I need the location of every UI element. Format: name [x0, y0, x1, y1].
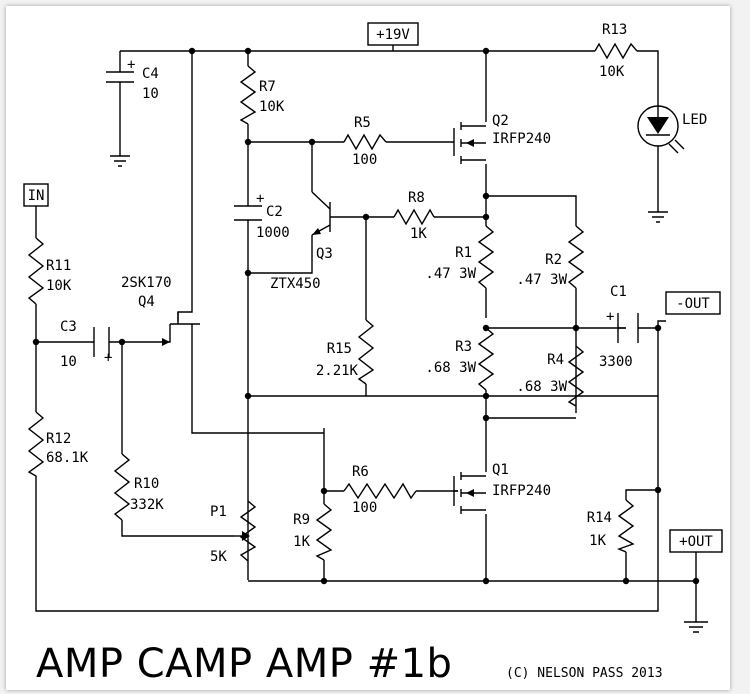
capacitor-c2: + — [234, 191, 264, 221]
r14-ref: R14 — [587, 510, 612, 526]
r10-ref: R10 — [134, 476, 159, 492]
r9-value: 1K — [293, 534, 310, 550]
input-port: IN — [23, 183, 49, 211]
r7-value: 10K — [259, 99, 285, 115]
c3-value: 10 — [60, 354, 77, 370]
c2-ref: C2 — [266, 204, 283, 220]
q3-ref: Q3 — [316, 246, 333, 262]
jfet-q4 — [162, 312, 200, 349]
junctions — [32, 47, 700, 585]
mosfet-q2 — [453, 122, 486, 164]
r13-ref: R13 — [602, 22, 627, 38]
r6-ref: R6 — [352, 464, 369, 480]
svg-text:+: + — [127, 57, 135, 73]
mosfet-q1 — [453, 472, 486, 514]
schematic-diagram: + + + + — [23, 22, 723, 687]
r2-value: .47 3W — [516, 272, 567, 288]
resistor-r13 — [594, 42, 638, 60]
r8-ref: R8 — [408, 190, 425, 206]
r10-value: 332K — [130, 497, 164, 513]
out-pos-port: +OUT — [669, 529, 723, 558]
p1-value: 5K — [210, 549, 227, 565]
component-labels: C4 10 R7 10K R5 100 Q2 IRFP240 R13 10K L… — [46, 22, 707, 565]
r5-value: 100 — [352, 152, 377, 168]
q2-value: IRFP240 — [492, 131, 551, 147]
c4-value: 10 — [142, 86, 159, 102]
r3-value: .68 3W — [425, 360, 476, 376]
supply-label: +19V — [376, 27, 410, 43]
c3-ref: C3 — [60, 319, 77, 335]
q4-value: 2SK170 — [121, 275, 172, 291]
resistor-r5 — [343, 133, 387, 151]
r6-value: 100 — [352, 500, 377, 516]
resistor-r10 — [113, 453, 131, 521]
r9-ref: R9 — [293, 512, 310, 528]
input-label: IN — [28, 188, 45, 204]
resistor-r7 — [239, 65, 257, 125]
out-neg-label: -OUT — [676, 296, 710, 312]
r7-ref: R7 — [259, 79, 276, 95]
r4-ref: R4 — [547, 352, 564, 368]
resistor-r3 — [477, 327, 495, 391]
resistor-r12 — [27, 411, 45, 543]
r15-value: 2.21K — [316, 363, 359, 379]
copyright-credit: (C) NELSON PASS 2013 — [506, 666, 663, 681]
resistor-r8 — [393, 208, 435, 226]
c2-value: 1000 — [256, 225, 290, 241]
r8-value: 1K — [410, 226, 427, 242]
c4-ref: C4 — [142, 66, 159, 82]
q4-ref: Q4 — [138, 294, 155, 310]
ground-symbol — [110, 155, 130, 167]
r1-ref: R1 — [455, 245, 472, 261]
resistor-r2 — [567, 225, 585, 289]
p1-ref: P1 — [210, 504, 227, 520]
r12-value: 68.1K — [46, 450, 89, 466]
r5-ref: R5 — [354, 115, 371, 131]
schematic-sheet: + + + + — [6, 6, 730, 690]
resistor-r9 — [315, 503, 333, 561]
wires — [35, 50, 697, 622]
resistor-r1 — [477, 225, 495, 289]
r1-value: .47 3W — [425, 266, 476, 282]
r11-ref: R11 — [46, 258, 71, 274]
resistor-r6 — [343, 482, 417, 500]
r14-value: 1K — [589, 533, 606, 549]
resistor-r15 — [357, 319, 375, 385]
svg-text:+: + — [606, 309, 614, 325]
q2-ref: Q2 — [492, 113, 509, 129]
svg-text:+: + — [104, 350, 112, 366]
q1-value: IRFP240 — [492, 483, 551, 499]
r12-ref: R12 — [46, 431, 71, 447]
ground-symbol — [648, 211, 668, 223]
supply-port: +19V — [367, 22, 419, 51]
resistor-r11 — [27, 237, 45, 305]
q3-value: ZTX450 — [270, 276, 321, 292]
svg-text:+: + — [256, 191, 264, 207]
led — [637, 105, 685, 154]
potentiometer-p1 — [234, 500, 257, 562]
r3-ref: R3 — [455, 339, 472, 355]
ground-symbol — [684, 621, 708, 633]
out-neg-port: -OUT — [665, 291, 721, 315]
resistor-r4 — [567, 345, 585, 407]
r15-ref: R15 — [327, 341, 352, 357]
transistor-q3 — [311, 191, 331, 236]
r2-ref: R2 — [545, 252, 562, 268]
r4-value: .68 3W — [516, 379, 567, 395]
resistor-r14 — [617, 499, 635, 553]
r13-value: 10K — [599, 64, 625, 80]
r11-value: 10K — [46, 278, 72, 294]
c1-value: 3300 — [599, 354, 633, 370]
capacitor-c1: + — [606, 309, 639, 343]
capacitor-c3: + — [93, 327, 112, 366]
q1-ref: Q1 — [492, 462, 509, 478]
diagram-title: AMP CAMP AMP #1b — [36, 641, 452, 687]
capacitor-c4: + — [106, 57, 135, 83]
c1-ref: C1 — [610, 284, 627, 300]
led-ref: LED — [682, 112, 707, 128]
out-pos-label: +OUT — [679, 534, 713, 550]
